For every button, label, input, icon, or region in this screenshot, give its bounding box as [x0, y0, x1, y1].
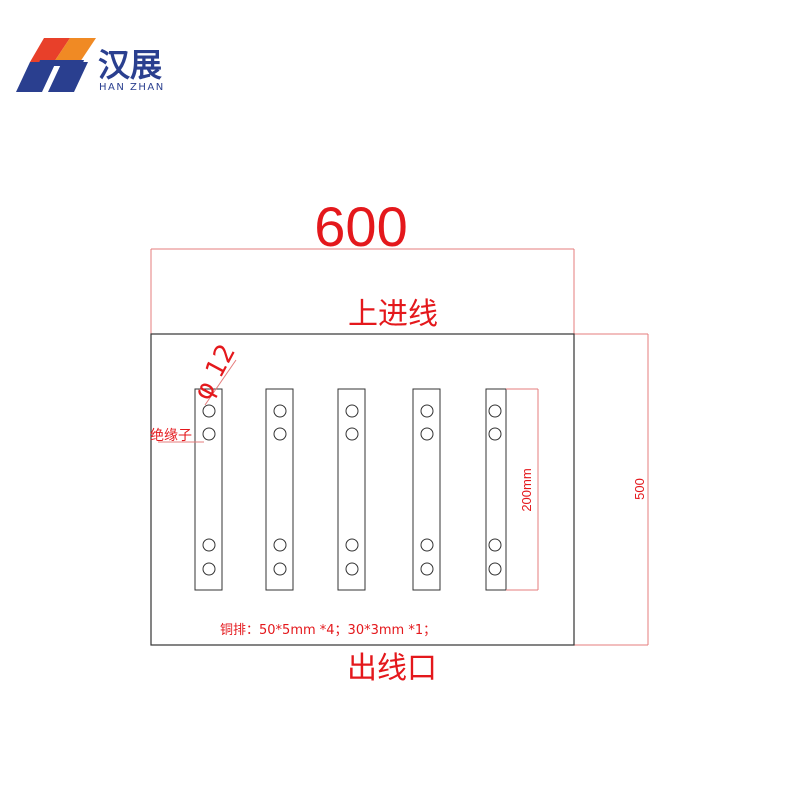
insulator-label: 绝缘子 — [150, 428, 192, 444]
cabinet-outline — [150, 333, 575, 646]
copper-spec-note: 铜排：50*5mm *4；30*3mm *1； — [220, 623, 436, 638]
copper-bar-2 — [265, 388, 294, 591]
copper-bar-5 — [485, 388, 507, 591]
height-dimension — [574, 333, 649, 646]
width-dim-label: 600 — [314, 195, 407, 258]
copper-bar-3 — [337, 388, 366, 591]
copper-bar-4 — [412, 388, 441, 591]
logo: 汉展 HAN ZHAN — [16, 38, 165, 93]
width-dimension — [150, 248, 575, 334]
brand-name-en: HAN ZHAN — [99, 82, 165, 93]
height-dim-label: 500 — [632, 478, 647, 500]
copper-bars — [194, 388, 507, 591]
hz-logo-icon — [16, 38, 96, 92]
bar-length-label: 200mm — [519, 468, 534, 511]
bar-length-dimension — [506, 388, 539, 591]
hole-diameter-label: φ 12 — [188, 339, 242, 405]
brand-name-cn: 汉展 — [98, 46, 162, 84]
hole-leader-line — [204, 359, 237, 406]
copper-bar-1 — [194, 388, 223, 591]
top-inlet-label: 上进线 — [348, 297, 438, 332]
bottom-outlet-label: 出线口 — [347, 651, 437, 686]
